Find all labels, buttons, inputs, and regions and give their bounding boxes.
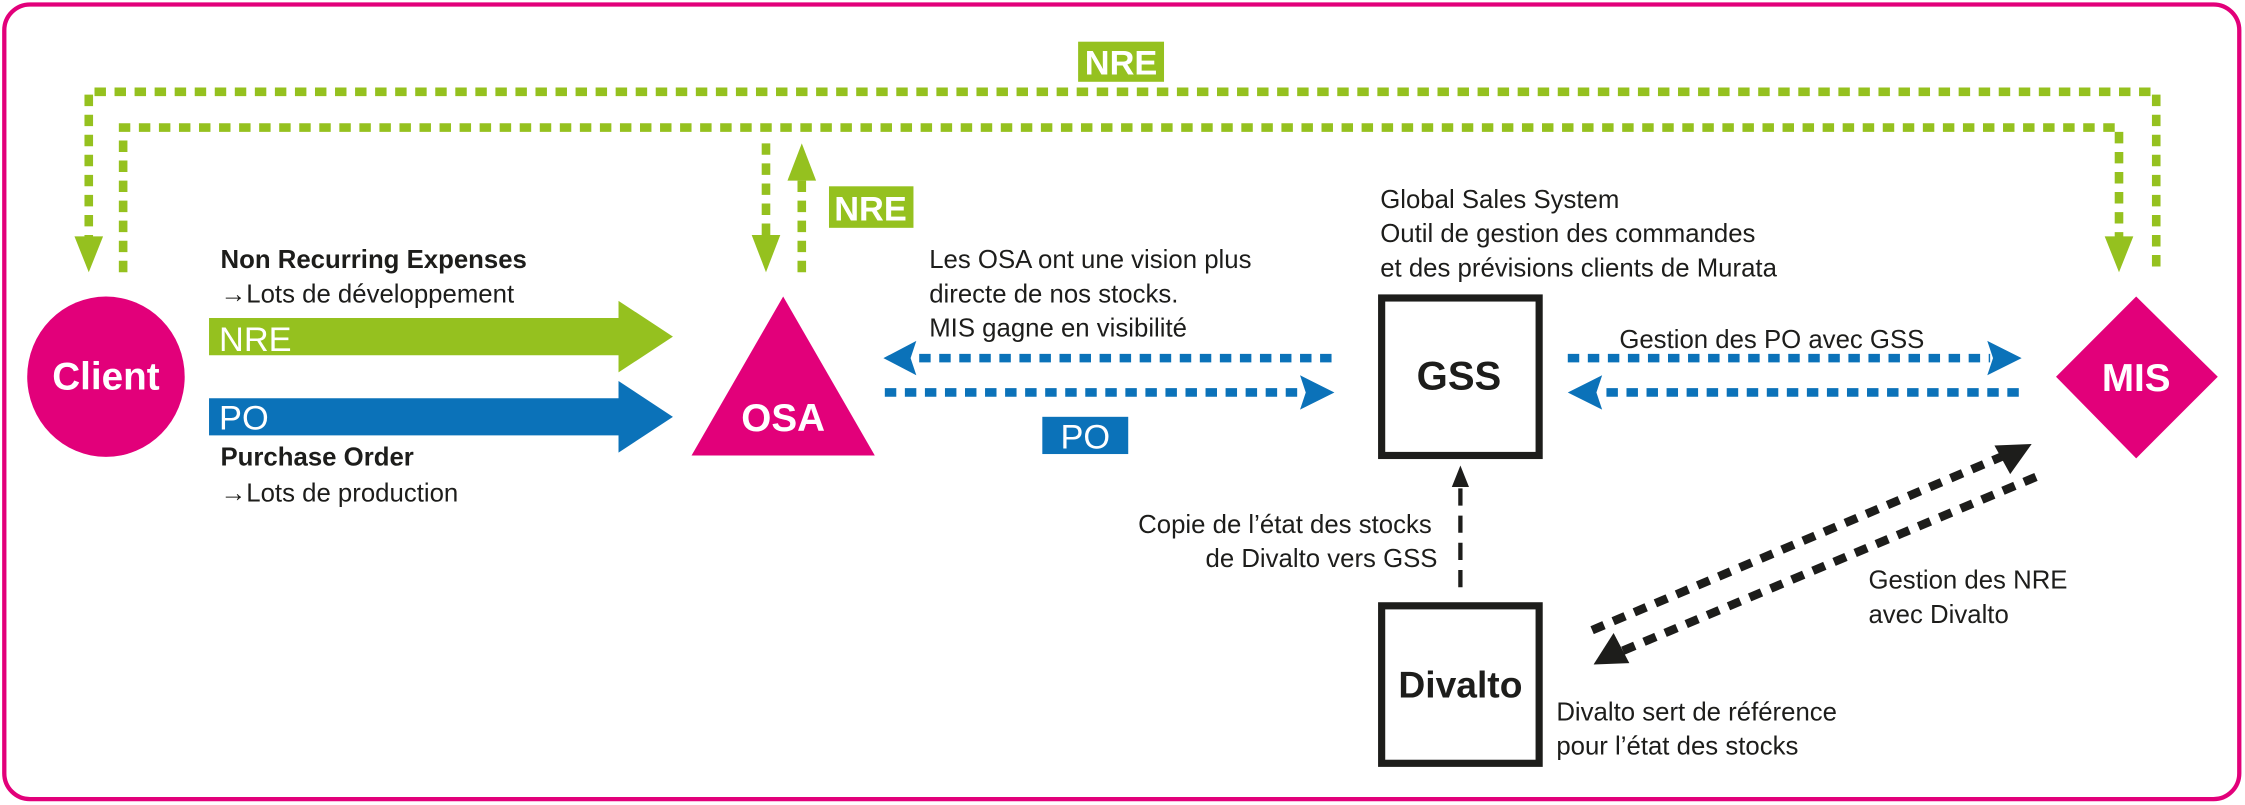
copy-stock-line-2: de Divalto vers GSS (1206, 545, 1438, 573)
divalto-ref-line-2: pour l’état des stocks (1556, 733, 1798, 761)
nre-divalto-line-2: avec Divalto (1868, 601, 2008, 629)
po-desc: →Lots de production (220, 479, 458, 507)
client-node[interactable] (27, 296, 185, 457)
nre-divalto-line-1: Gestion des NRE (1868, 567, 2067, 595)
osa-node[interactable] (691, 296, 875, 456)
po-middle-label-bg (1042, 416, 1129, 455)
mis-to-divalto-dashed (1619, 472, 2038, 656)
divalto-node[interactable] (1378, 602, 1543, 767)
nre-outer-loop (84, 87, 2161, 273)
nre-osa-label-bg (828, 186, 914, 228)
nre-title: Non Recurring Expenses (220, 246, 526, 274)
client-label: Client (52, 356, 159, 399)
osa-vision-line-2: directe de nos stocks. (929, 280, 1178, 308)
arrow-head-to-divalto-black (1593, 633, 1630, 665)
gss-mis-label: Gestion des PO avec GSS (1619, 326, 1924, 354)
gss-node[interactable] (1378, 294, 1543, 460)
po-middle-label: PO (1060, 418, 1110, 456)
arrow-head-from-osa (787, 143, 817, 181)
arrow-head-to-gss-blue (1300, 375, 1335, 410)
arrow-head-to-osa (751, 234, 781, 273)
po-arrow-label: PO (219, 400, 269, 438)
gss-label: GSS (1417, 355, 1502, 399)
po-big-arrow (209, 381, 673, 453)
arrow-head-to-mis-black (1994, 444, 2032, 475)
po-title: Purchase Order (220, 443, 413, 471)
mis-node[interactable] (2056, 296, 2218, 459)
arrow-head-to-gss-black (1451, 465, 1469, 487)
divalto-to-mis-dashed (1590, 451, 2007, 635)
mis-label: MIS (2102, 357, 2171, 400)
arrow-head-to-client (74, 236, 104, 273)
arrow-head-to-osa-blue (883, 340, 917, 376)
divalto-ref-line-1: Divalto sert de référence (1556, 698, 1837, 726)
osa-vision-line-1: Les OSA ont une vision plus (929, 246, 1251, 274)
nre-osa-label: NRE (834, 191, 907, 229)
osa-vision-line-3: MIS gagne en visibilité (929, 315, 1187, 343)
osa-label: OSA (741, 397, 825, 440)
nre-desc: →Lots de développement (220, 280, 514, 308)
copy-stock-line-1: Copie de l’état des stocks (1138, 511, 1432, 539)
arrow-head-to-gss-from-mis (1567, 375, 1603, 410)
nre-inner-loop (118, 123, 2124, 273)
divalto-label: Divalto (1398, 663, 1522, 705)
gss-desc-line-1: Global Sales System (1380, 186, 1619, 214)
arrow-head-to-mis-blue (1987, 340, 2022, 376)
nre-big-arrow (209, 300, 673, 373)
gss-desc-line-2: Outil de gestion des commandes (1380, 220, 1755, 248)
nre-top-label-bg (1078, 41, 1165, 82)
nre-arrow-label: NRE (219, 321, 292, 359)
arrow-head-to-mis (2104, 236, 2134, 273)
gss-desc-line-3: et des prévisions clients de Murata (1380, 255, 1777, 283)
nre-top-label: NRE (1085, 45, 1158, 83)
